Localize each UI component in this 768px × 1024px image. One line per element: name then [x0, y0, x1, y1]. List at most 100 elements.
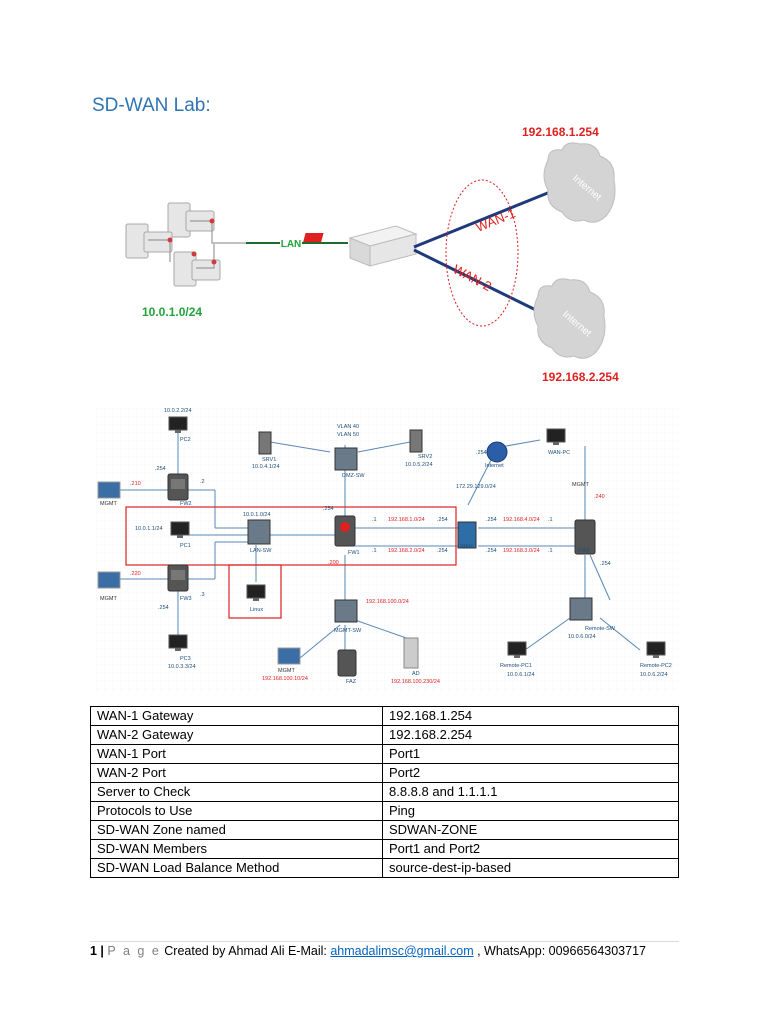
- svg-text:.254: .254: [155, 466, 166, 472]
- net1-label: 192.168.1.0/24: [388, 517, 425, 523]
- pc2-ip-label: 10.0.2.2/24: [164, 408, 192, 414]
- svg-text:MGMT: MGMT: [278, 668, 295, 674]
- email-link[interactable]: ahmadalimsc@gmail.com: [330, 944, 474, 958]
- svg-text:.2: .2: [200, 479, 205, 485]
- svg-text:.254: .254: [437, 517, 448, 523]
- page-footer: 1 | P a g e Created by Ahmad Ali E-Mail:…: [90, 944, 646, 958]
- internet-label: Internet: [485, 463, 504, 469]
- svg-text:.240: .240: [594, 494, 605, 500]
- fw2-label: FW2: [180, 501, 192, 507]
- vlan40-label: VLAN 40: [337, 424, 359, 430]
- remote-pc2-ip-label: 10.0.6.2/24: [640, 672, 668, 678]
- topology-links: [120, 432, 641, 659]
- fw2-icon: [167, 473, 189, 501]
- srv2-label: SRV2: [418, 454, 432, 460]
- srv2-ip-label: 10.0.5.2/24: [405, 462, 433, 468]
- setting-label: SD-WAN Zone named: [90, 820, 383, 840]
- remote-pc1-ip-label: 10.0.6.1/24: [507, 672, 535, 678]
- lan-computers-icon: [125, 202, 246, 287]
- svg-text:.200: .200: [328, 560, 339, 566]
- setting-value: Ping: [382, 801, 679, 821]
- net4-label: 192.168.4.0/24: [503, 517, 540, 523]
- setting-value: Port2: [382, 763, 679, 783]
- svg-text:.254: .254: [476, 450, 487, 456]
- svg-text:MGMT: MGMT: [100, 596, 117, 602]
- setting-label: WAN-1 Port: [90, 744, 383, 764]
- remote-pc1-label: Remote-PC1: [500, 663, 532, 669]
- dmz-sw-label: DMZ-SW: [342, 473, 365, 479]
- fw3-icon: [167, 564, 189, 592]
- ad-ip-label: 192.168.100.230/24: [391, 679, 440, 685]
- setting-label: WAN-2 Gateway: [90, 725, 383, 745]
- faz-label: FAZ: [346, 679, 357, 685]
- svg-text:.254: .254: [437, 548, 448, 554]
- vlan50-label: VLAN 50: [337, 432, 359, 438]
- pc1-ip-label: 10.0.1.1/24: [135, 526, 163, 532]
- setting-value: 192.168.2.254: [382, 725, 679, 745]
- fortigate-firewall-icon: [303, 225, 418, 267]
- setting-value: SDWAN-ZONE: [382, 820, 679, 840]
- remote-switch-icon: [569, 597, 593, 621]
- lan-label: LAN: [281, 239, 302, 250]
- whatsapp-text: , WhatsApp: 00966564303717: [473, 944, 646, 958]
- sdwan-overview-diagram: LAN WAN-1 WAN-2 Internet Internet 192.16…: [125, 125, 619, 384]
- wan2-gateway-label: 192.168.2.254: [542, 370, 619, 384]
- credit-text: Created by Ahmad Ali E-Mail:: [160, 944, 331, 958]
- page-number: 1: [90, 944, 97, 958]
- wan-pc-label: WAN-PC: [548, 450, 570, 456]
- srv1-ip-label: 10.0.4.1/24: [252, 464, 280, 470]
- svg-text:.3: .3: [200, 592, 205, 598]
- lab-topology-diagram: 10.0.2.2/24 PC2 .254 .2 .210 MGMT FW2 10…: [92, 408, 678, 692]
- setting-value: 8.8.8.8 and 1.1.1.1: [382, 782, 679, 802]
- fw4-label: FW4: [578, 548, 590, 554]
- mgmt-pc-icon: [277, 647, 301, 665]
- lan-switch-icon: [247, 519, 271, 545]
- setting-value: 192.168.1.254: [382, 706, 679, 726]
- pc1-label: PC1: [180, 543, 191, 549]
- mgmt-pc-icon: [97, 571, 121, 589]
- srv1-icon: [258, 431, 272, 455]
- setting-value: Port1 and Port2: [382, 839, 679, 859]
- mgmt-net-label: 192.168.100.0/24: [366, 599, 409, 605]
- linux-label: Linux: [250, 607, 263, 613]
- mgmt-switch-icon: [334, 599, 358, 623]
- page-word: P a g e: [107, 944, 161, 958]
- svg-text:.1: .1: [548, 517, 553, 523]
- svg-text:.220: .220: [130, 571, 141, 577]
- remote-pc2-label: Remote-PC2: [640, 663, 672, 669]
- svg-text:MGMT: MGMT: [572, 482, 589, 488]
- lan-subnet-label: 10.0.1.0/24: [142, 305, 202, 319]
- svg-text:.254: .254: [158, 605, 169, 611]
- svg-text:MGMT: MGMT: [100, 501, 117, 507]
- wan2-link: [413, 248, 547, 317]
- footer-divider: [90, 941, 679, 942]
- ad-server-icon: [403, 637, 419, 669]
- linux-highlight-box: [228, 564, 282, 619]
- svg-text:.254: .254: [486, 517, 497, 523]
- remote-net-label: 10.0.6.0/24: [568, 634, 596, 640]
- faz-icon: [337, 649, 357, 677]
- lan-net-label: 10.0.1.0/24: [243, 512, 271, 518]
- pc3-ip-label: 10.0.3.3/24: [168, 664, 196, 670]
- wan1-gateway-label: 192.168.1.254: [522, 125, 599, 139]
- setting-label: SD-WAN Load Balance Method: [90, 858, 383, 878]
- sdwan-highlight-box: [125, 506, 457, 566]
- pc3-label: PC3: [180, 656, 191, 662]
- setting-value: source-dest-ip-based: [382, 858, 679, 878]
- wan1-link: [413, 186, 561, 249]
- svg-text:.1: .1: [372, 548, 377, 554]
- svg-text:.254: .254: [323, 506, 334, 512]
- pc2-label: PC2: [180, 437, 191, 443]
- mgmt-pc-icon: [97, 481, 121, 499]
- internet-cloud-icon: Internet: [543, 142, 616, 223]
- page-title: SD-WAN Lab:: [92, 95, 211, 116]
